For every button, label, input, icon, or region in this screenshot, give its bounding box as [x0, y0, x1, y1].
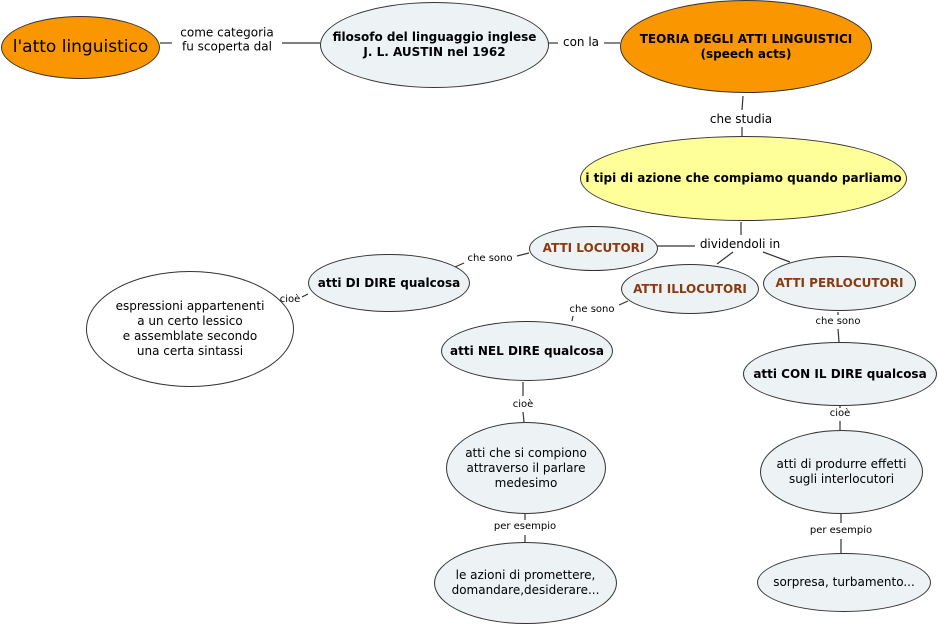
node-atti-nel-dire[interactable]: atti NEL DIRE qualcosa	[441, 321, 613, 381]
node-perlocutori-label: ATTI PERLOCUTORI	[775, 276, 904, 290]
node-espressioni[interactable]: espressioni appartenenti a un certo less…	[86, 271, 294, 387]
link-dividendoli-in: dividendoli in	[699, 236, 781, 252]
node-atti-con-il-dire[interactable]: atti CON IL DIRE qualcosa	[743, 342, 937, 406]
edge-cioe-compiono	[522, 411, 525, 423]
node-effetti-label: atti di produrre effetti sugli interlocu…	[776, 457, 907, 486]
node-compiono-label: atti che si compiono attraverso il parla…	[465, 445, 587, 490]
link-cioe-di-dire: cioè	[279, 294, 301, 306]
link-cioe-nel-dire: cioè	[512, 399, 534, 411]
node-produrre-effetti[interactable]: atti di produrre effetti sugli interlocu…	[760, 430, 923, 514]
node-atti-che-si-compiono[interactable]: atti che si compiono attraverso il parla…	[446, 422, 606, 514]
edge-dividendoli-perlocutori	[762, 251, 791, 263]
link-come-categoria: come categoria fu scoperta dal	[180, 25, 274, 55]
node-atti-di-dire[interactable]: atti DI DIRE qualcosa	[308, 254, 470, 312]
node-espressioni-label: espressioni appartenenti a un certo less…	[115, 299, 265, 358]
node-nel-dire-label: atti NEL DIRE qualcosa	[450, 343, 604, 358]
edge-dividendoli-illocutori	[716, 251, 734, 265]
node-tipi-di-azione[interactable]: i tipi di azione che compiamo quando par…	[580, 136, 907, 221]
node-azioni-label: le azioni di promettere, domandare,desid…	[451, 568, 600, 597]
node-sorpresa-turbamento[interactable]: sorpresa, turbamento...	[757, 553, 931, 612]
node-austin[interactable]: filosofo del linguaggio inglese J. L. AU…	[320, 2, 549, 88]
node-azioni-promettere[interactable]: le azioni di promettere, domandare,desid…	[434, 542, 617, 624]
edge-locutori-chesono	[516, 252, 530, 257]
node-atto-linguistico[interactable]: l'atto linguistico	[1, 16, 160, 79]
link-con-la: con la	[562, 34, 600, 50]
link-cioe-con-il-dire: cioè	[829, 408, 851, 420]
node-tipi-label: i tipi di azione che compiamo quando par…	[585, 171, 902, 185]
node-locutori-label: ATTI LOCUTORI	[542, 241, 645, 255]
node-atti-perlocutori[interactable]: ATTI PERLOCUTORI	[763, 256, 916, 311]
link-che-studia: che studia	[709, 111, 773, 127]
node-atti-locutori[interactable]: ATTI LOCUTORI	[529, 226, 658, 271]
link-per-esempio-illocutori: per esempio	[493, 521, 557, 533]
node-atti-illocutori[interactable]: ATTI ILLOCUTORI	[621, 264, 759, 314]
edge-chesono-neldire	[571, 315, 574, 322]
edge-didire-cioe	[301, 293, 309, 298]
node-sorpresa-label: sorpresa, turbamento...	[773, 575, 915, 589]
node-illocutori-label: ATTI ILLOCUTORI	[633, 281, 747, 296]
link-che-sono-illocutori: che sono	[569, 304, 615, 316]
link-per-esempio-perlocutori: per esempio	[809, 525, 873, 537]
node-con-il-dire-label: atti CON IL DIRE qualcosa	[753, 366, 927, 381]
node-di-dire-label: atti DI DIRE qualcosa	[317, 275, 461, 290]
node-teoria-label: TEORIA DEGLI ATTI LINGUISTICI (speech ac…	[639, 31, 853, 61]
link-che-sono-locutori: che sono	[467, 253, 513, 265]
edge-teoria-studia	[741, 95, 744, 111]
link-che-sono-perlocutori: che sono	[815, 316, 861, 328]
node-austin-label: filosofo del linguaggio inglese J. L. AU…	[332, 30, 537, 59]
node-teoria-atti-linguistici[interactable]: TEORIA DEGLI ATTI LINGUISTICI (speech ac…	[620, 0, 872, 93]
node-atto-linguistico-label: l'atto linguistico	[12, 36, 149, 57]
edge-illocutori-chesono	[618, 300, 629, 306]
edge-chesono-conildire	[837, 328, 840, 343]
